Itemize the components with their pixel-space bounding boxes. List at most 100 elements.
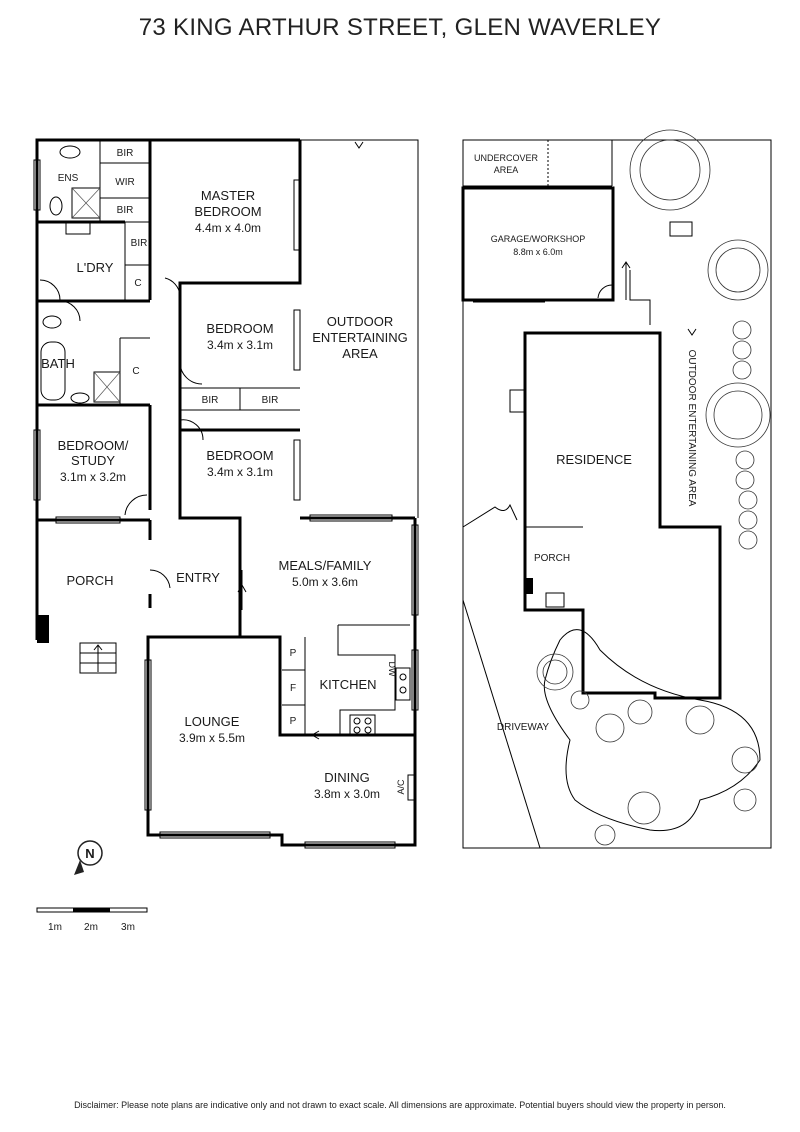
outdoor-boundary — [300, 139, 419, 518]
label-laundry: L'DRY — [77, 260, 114, 275]
porch-column — [37, 615, 49, 643]
scale-bar: 1m 2m 3m — [36, 907, 148, 933]
arrow-left-icon — [310, 730, 320, 740]
arrow-up-icon — [93, 644, 103, 651]
toilet-icon — [49, 196, 63, 216]
cooktop-icon — [349, 714, 376, 736]
label-entry: ENTRY — [176, 570, 220, 585]
garden-trees — [536, 129, 771, 846]
label-meals-dim: 5.0m x 3.6m — [292, 575, 358, 589]
porch-steps — [545, 592, 565, 608]
label-dishwasher: DW — [387, 662, 397, 677]
disclaimer: Disclaimer: Please note plans are indica… — [74, 1100, 726, 1110]
label-residence: RESIDENCE — [556, 452, 632, 467]
basin-icon — [59, 145, 81, 159]
label-undercover-1: UNDERCOVER — [474, 153, 539, 163]
laundry-tub-icon — [65, 221, 91, 235]
bathtub-icon — [40, 341, 66, 401]
label-outdoor-3: AREA — [342, 346, 378, 361]
label-master-dim: 4.4m x 4.0m — [195, 221, 261, 235]
toilet-icon — [42, 315, 62, 329]
steps — [509, 389, 526, 413]
label-garage-dim: 8.8m x 6.0m — [513, 247, 563, 257]
window — [55, 516, 121, 524]
door-swing — [179, 361, 203, 385]
scale-label-1m: 1m — [48, 922, 62, 933]
sliding-door — [293, 179, 301, 251]
sliding-door — [309, 514, 393, 522]
shower-icon — [71, 187, 101, 219]
garden-bricks — [669, 221, 693, 237]
window — [304, 841, 396, 849]
label-site-outdoor: OUTDOOR ENTERTAINING AREA — [686, 350, 697, 507]
arrow-down-icon — [354, 141, 364, 149]
shower-icon — [93, 371, 121, 403]
arrow-up-icon — [237, 583, 247, 593]
label-wir: WIR — [115, 177, 134, 188]
door-swing — [39, 279, 61, 301]
label-bir: BIR — [117, 148, 134, 159]
label-master-1: MASTER — [201, 188, 255, 203]
window — [411, 649, 419, 711]
label-cupboard: C — [132, 366, 139, 377]
scale-label-3m: 3m — [121, 922, 135, 933]
label-fridge: F — [290, 683, 296, 694]
compass-letter: N — [85, 846, 94, 861]
label-bedroom-3-dim: 3.4m x 3.1m — [207, 465, 273, 479]
label-driveway: DRIVEWAY — [497, 722, 550, 733]
path — [629, 270, 651, 325]
window — [159, 831, 271, 839]
sink-icon — [395, 667, 411, 701]
sliding-door — [293, 439, 301, 501]
label-lounge: LOUNGE — [185, 714, 240, 729]
label-porch: PORCH — [67, 573, 114, 588]
label-bir: BIR — [202, 395, 219, 406]
door-swing — [124, 494, 148, 516]
window — [144, 659, 152, 811]
label-site-porch: PORCH — [534, 553, 570, 564]
label-undercover-2: AREA — [494, 165, 519, 175]
label-kitchen: KITCHEN — [319, 677, 376, 692]
label-bedroom-2-dim: 3.4m x 3.1m — [207, 338, 273, 352]
label-ens: ENS — [58, 173, 79, 184]
door-swing — [179, 419, 204, 441]
arrow-down-icon — [687, 328, 697, 336]
label-study-2: STUDY — [71, 453, 115, 468]
sliding-door — [293, 309, 301, 371]
label-bedroom-2: BEDROOM — [206, 321, 273, 336]
window — [33, 159, 41, 211]
label-cupboard: C — [134, 278, 141, 289]
garden-bed — [543, 629, 761, 832]
residence — [523, 331, 722, 700]
label-meals: MEALS/FAMILY — [279, 558, 372, 573]
kitchen-bench — [337, 625, 396, 735]
door-swing — [59, 300, 81, 322]
label-lounge-dim: 3.9m x 5.5m — [179, 731, 245, 745]
compass-icon: N — [74, 840, 103, 875]
window — [411, 524, 419, 616]
door-swing — [597, 284, 613, 299]
garage — [461, 186, 615, 302]
label-pantry: P — [290, 648, 297, 659]
basin-icon — [70, 392, 90, 404]
label-study-dim: 3.1m x 3.2m — [60, 470, 126, 484]
west-wall — [35, 138, 300, 522]
porch-column — [525, 578, 533, 594]
scale-label-2m: 2m — [84, 922, 98, 933]
label-pantry: P — [290, 716, 297, 727]
label-dining: DINING — [324, 770, 370, 785]
label-aircon: A/C — [396, 779, 406, 795]
window — [33, 429, 41, 501]
site-plan: UNDERCOVER AREA GARAGE/WORKSHOP 8.8m x 6… — [461, 129, 772, 849]
label-outdoor-1: OUTDOOR — [327, 314, 393, 329]
porch-steps — [79, 642, 117, 674]
page-title: 73 KING ARTHUR STREET, GLEN WAVERLEY — [138, 14, 662, 41]
label-bir: BIR — [117, 205, 134, 216]
driveway-edge — [462, 599, 541, 849]
label-dining-dim: 3.8m x 3.0m — [314, 787, 380, 801]
label-outdoor-2: ENTERTAINING — [312, 330, 408, 345]
floor-plan: BIR WIR BIR ENS BIR C L'DRY MASTER BEDRO… — [33, 138, 419, 849]
label-master-2: BEDROOM — [194, 204, 261, 219]
label-bath: BATH — [41, 356, 75, 371]
